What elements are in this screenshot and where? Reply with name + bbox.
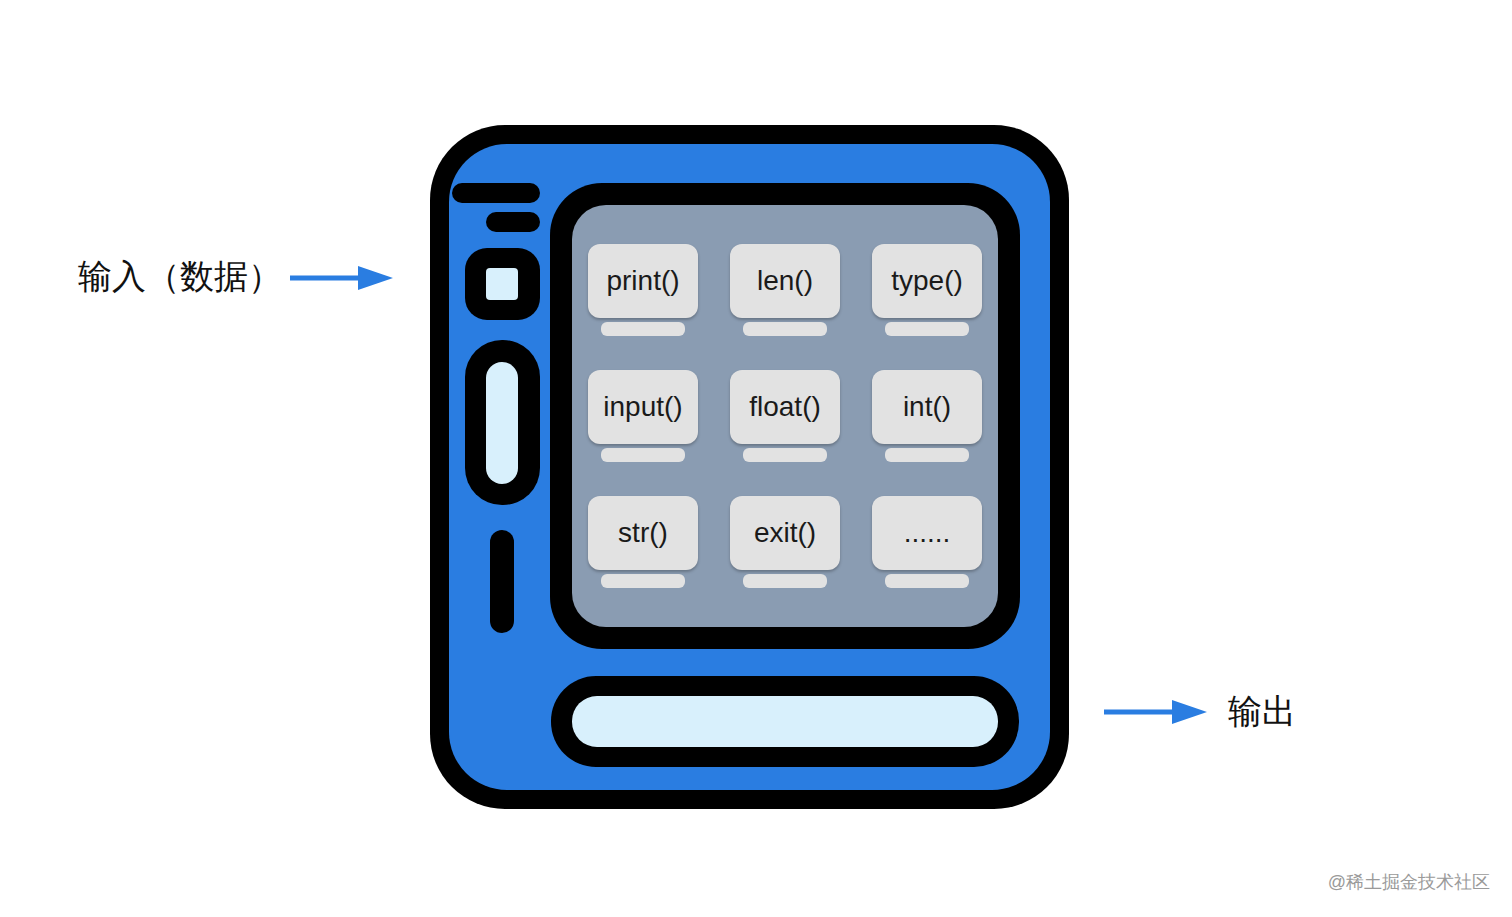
function-name: ...... — [904, 517, 951, 549]
function-tile: exit() — [730, 496, 840, 570]
output-bar-frame — [551, 676, 1019, 767]
output-bar — [572, 696, 998, 747]
arrow-head — [358, 266, 393, 290]
device-bar — [452, 183, 540, 203]
function-name: exit() — [754, 517, 816, 549]
device-button — [465, 248, 540, 320]
function-name: str() — [618, 517, 668, 549]
tile-base — [743, 574, 827, 588]
function-tile: ...... — [872, 496, 982, 570]
function-name: print() — [606, 265, 679, 297]
input-label: 输入（数据） — [78, 254, 282, 300]
tile-base — [743, 448, 827, 462]
function-name: len() — [757, 265, 813, 297]
tile-base — [601, 448, 685, 462]
tile-base — [885, 574, 969, 588]
tile-base — [885, 322, 969, 336]
tile-base — [743, 322, 827, 336]
arrow-head — [1172, 700, 1207, 724]
output-label: 输出 — [1228, 689, 1296, 735]
arrow-shaft — [290, 276, 365, 281]
function-tile: type() — [872, 244, 982, 318]
screen-panel — [572, 205, 998, 627]
function-name: type() — [891, 265, 963, 297]
output-arrow — [1104, 700, 1207, 724]
function-tile: str() — [588, 496, 698, 570]
input-arrow — [290, 266, 393, 290]
tile-base — [601, 322, 685, 336]
function-name: float() — [749, 391, 821, 423]
function-tile: input() — [588, 370, 698, 444]
function-tile: float() — [730, 370, 840, 444]
function-name: input() — [603, 391, 682, 423]
device-bar — [486, 212, 540, 232]
tile-base — [601, 574, 685, 588]
watermark: @稀土掘金技术社区 — [1328, 870, 1490, 894]
arrow-shaft — [1104, 710, 1180, 715]
device-body — [449, 144, 1050, 790]
function-tile: print() — [588, 244, 698, 318]
function-tile: int() — [872, 370, 982, 444]
tile-base — [885, 448, 969, 462]
device-outline — [430, 125, 1069, 809]
function-name: int() — [903, 391, 951, 423]
device-slot-face — [486, 362, 518, 484]
device-slot — [465, 340, 540, 505]
device-button-face — [486, 268, 518, 300]
screen-frame — [550, 183, 1020, 649]
device-line — [490, 530, 514, 633]
function-tile: len() — [730, 244, 840, 318]
